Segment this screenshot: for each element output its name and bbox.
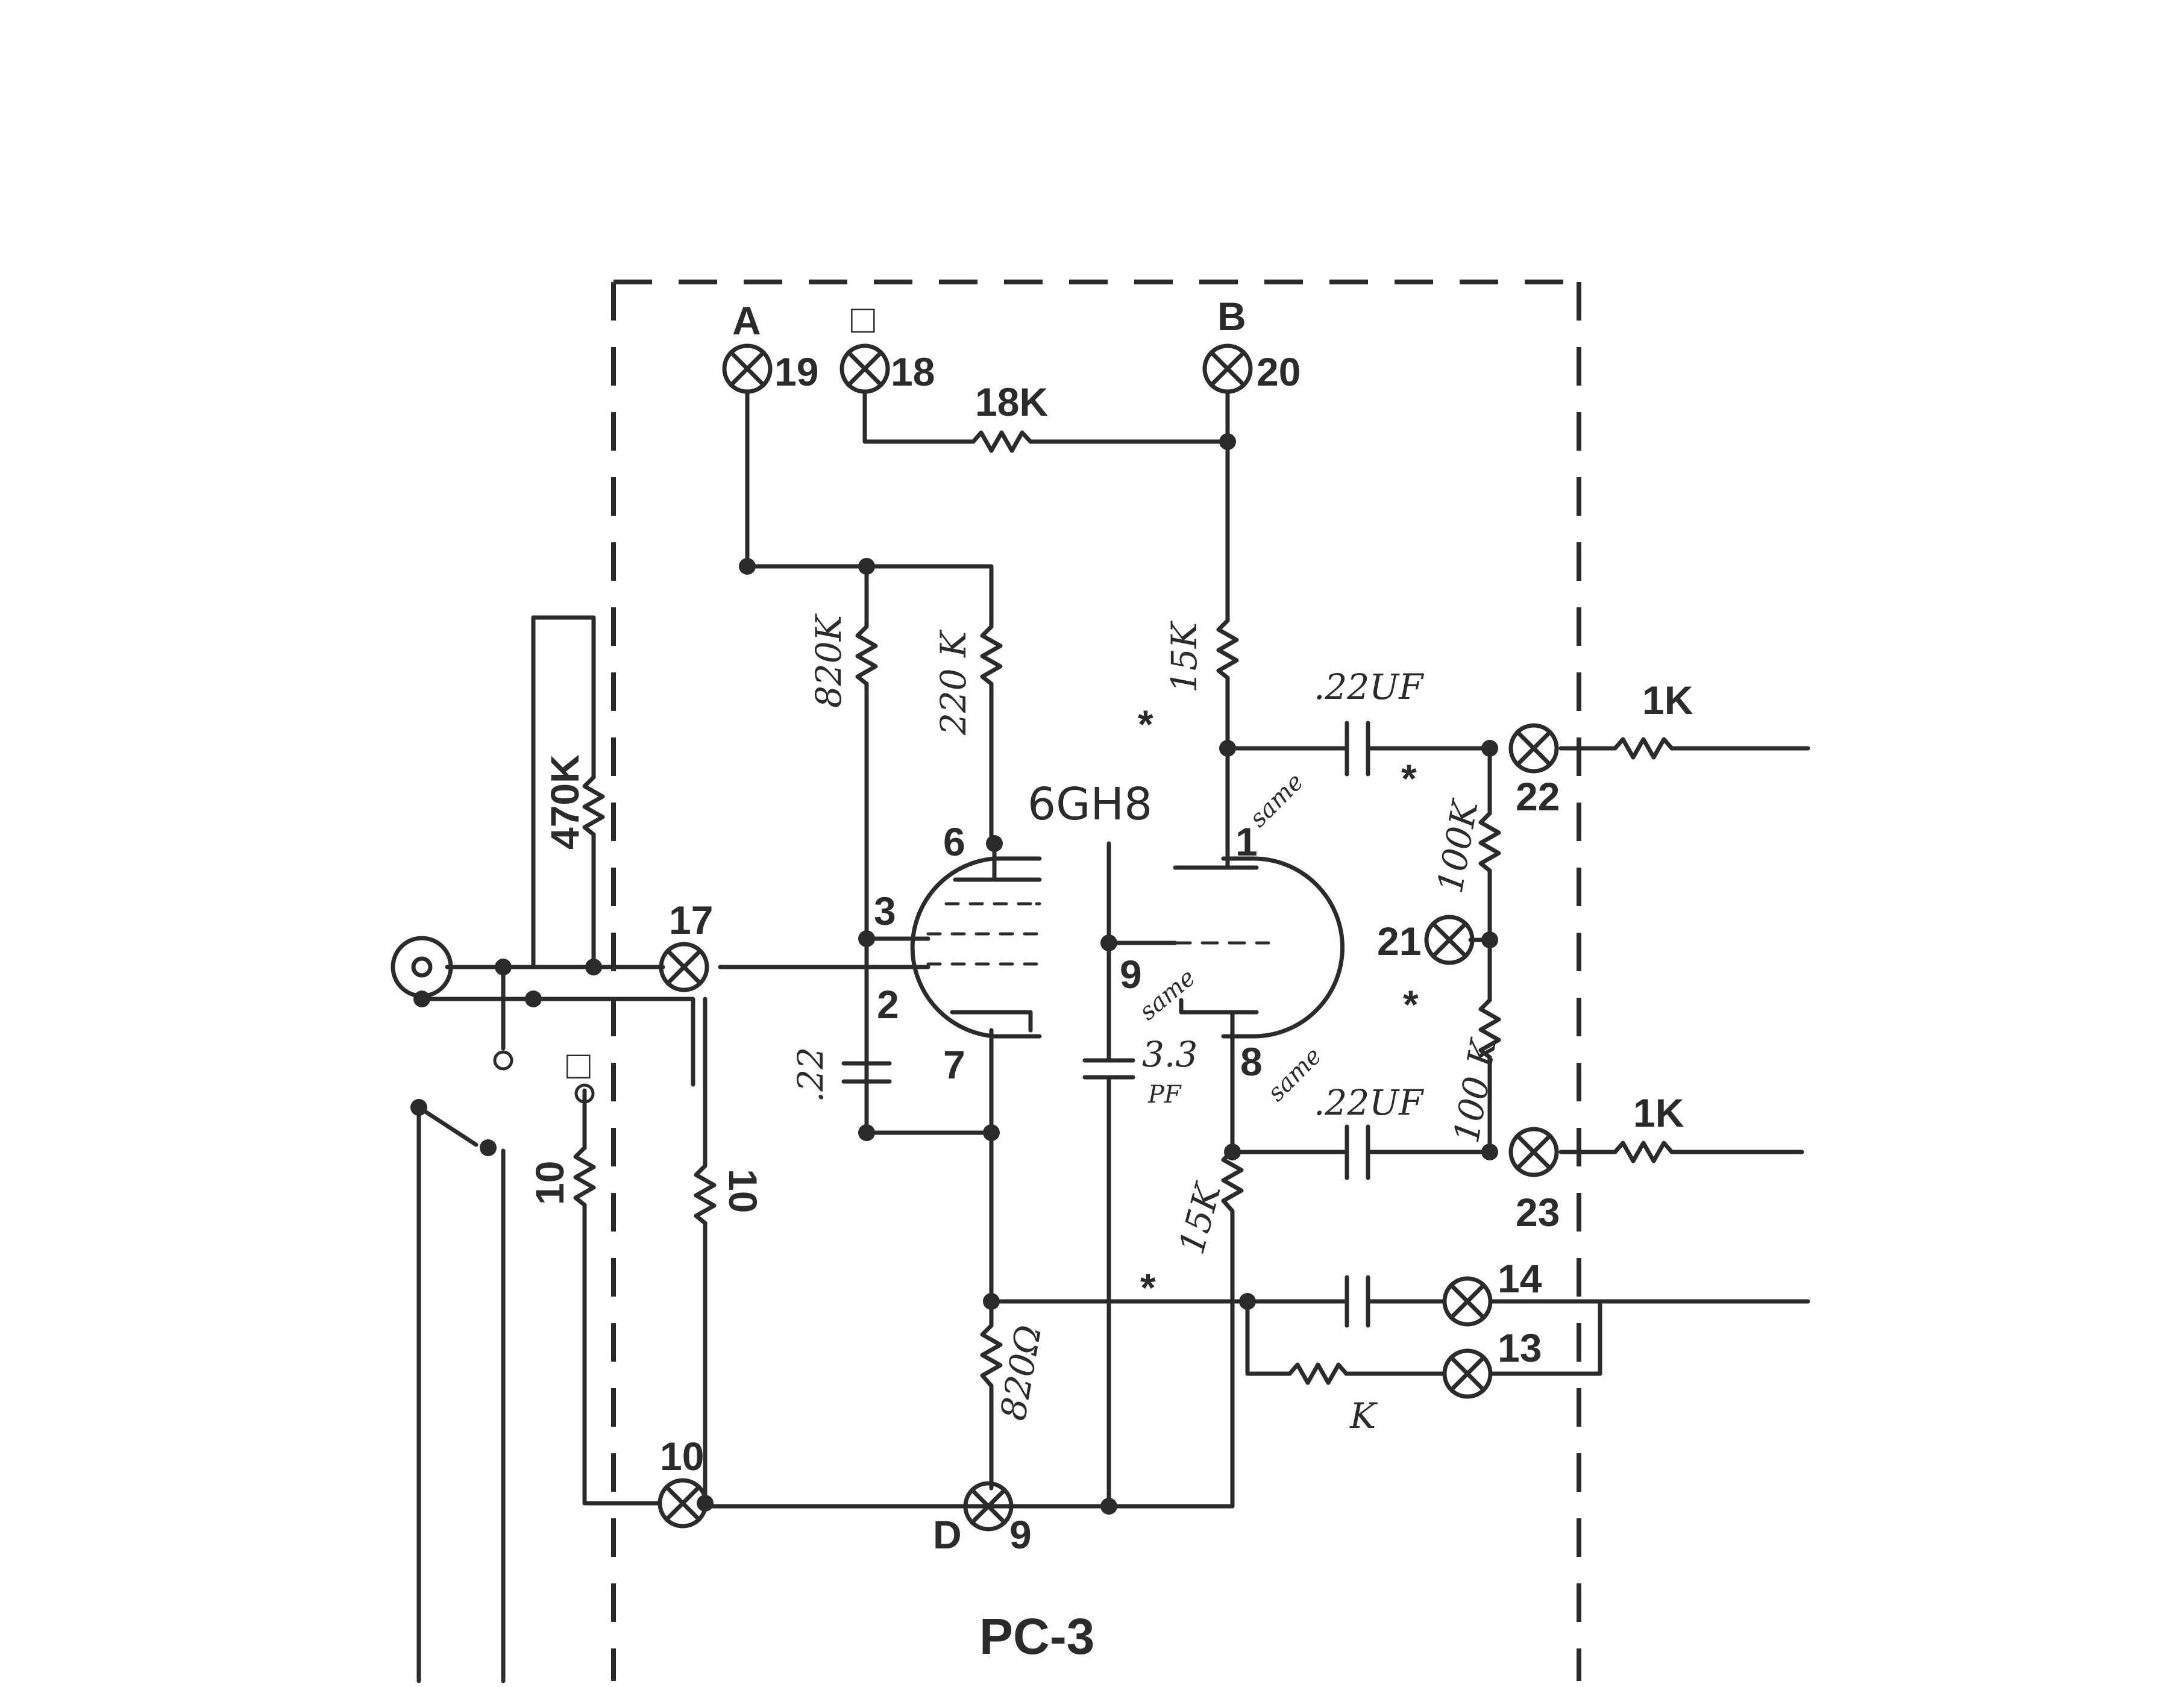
coax-input-jack — [391, 936, 453, 998]
label-cap-022-bottom: .22UF — [1314, 1082, 1424, 1123]
terminal-22: 22 — [1508, 723, 1560, 819]
svg-text:*: * — [1140, 1265, 1156, 1310]
svg-text:1: 1 — [1235, 819, 1258, 864]
svg-text:19: 19 — [774, 349, 818, 394]
pin-labels: 6 3 2 7 9 1 8 — [874, 819, 1263, 1087]
label-cap-022-top: .22UF — [1314, 666, 1424, 707]
svg-text:17: 17 — [669, 898, 713, 942]
terminal-19: A 19 — [722, 298, 818, 394]
terminal-18: □ 18 — [839, 296, 935, 394]
label-820k: 820K — [808, 613, 849, 708]
svg-text:same: same — [1244, 768, 1309, 833]
junction-dots — [410, 433, 1498, 1515]
terminal-20: B 20 — [1202, 294, 1301, 394]
svg-text:*: * — [1401, 756, 1417, 801]
svg-text:18: 18 — [891, 349, 935, 394]
svg-text:22: 22 — [1516, 774, 1560, 819]
svg-text:9: 9 — [1009, 1512, 1032, 1557]
tube-6gh8 — [910, 841, 1345, 1039]
svg-text:A: A — [732, 298, 761, 343]
terminal-23: 23 — [1508, 1127, 1560, 1235]
label-18k: 18K — [975, 380, 1048, 424]
svg-text:6: 6 — [943, 819, 965, 864]
svg-text:D: D — [933, 1512, 962, 1557]
svg-text:B: B — [1217, 294, 1246, 339]
svg-text:10: 10 — [660, 1434, 704, 1479]
label-cap-33: 3.3 — [1142, 1034, 1197, 1075]
label-15k-bottom: 15K — [1171, 1177, 1229, 1258]
wiring — [416, 389, 1810, 1683]
label-tube-type: 6GH8 — [1028, 778, 1152, 830]
svg-text:same: same — [1134, 963, 1201, 1025]
svg-text:*: * — [1138, 702, 1153, 746]
svg-text:9: 9 — [1120, 952, 1142, 997]
label-100k-top: 100K — [1429, 795, 1486, 896]
label-820ohm: 820Ω — [993, 1322, 1050, 1423]
label-10-right: 10 — [721, 1169, 765, 1213]
label-cap-022-left: .22 — [790, 1047, 831, 1103]
svg-text:14: 14 — [1498, 1256, 1542, 1301]
terminal-17: 17 — [659, 898, 713, 992]
label-cap-33-unit: PF — [1147, 1081, 1182, 1109]
label-1k-bottom: 1K — [1633, 1091, 1684, 1135]
svg-text:□: □ — [851, 296, 875, 341]
label-10-left: 10 — [527, 1161, 572, 1205]
svg-text:8: 8 — [1240, 1039, 1263, 1084]
svg-text:*: * — [1403, 982, 1419, 1027]
svg-text:2: 2 — [877, 982, 899, 1027]
svg-text:20: 20 — [1257, 349, 1301, 394]
terminal-10: 10 — [657, 1434, 708, 1529]
label-1k-top: 1K — [1642, 678, 1693, 722]
pc3-board-outline — [611, 280, 1581, 1681]
label-15k-top: 15K — [1164, 620, 1205, 693]
svg-text:13: 13 — [1498, 1326, 1542, 1370]
terminal-14: 14 — [1442, 1256, 1542, 1327]
terminal-9: D 9 — [933, 1481, 1032, 1557]
label-100k-bottom: 100 K — [1446, 1034, 1505, 1146]
terminal-21: 21 — [1377, 915, 1475, 965]
label-k: K — [1349, 1395, 1378, 1436]
svg-text:21: 21 — [1377, 919, 1421, 963]
svg-text:3: 3 — [874, 889, 896, 933]
svg-text:7: 7 — [943, 1042, 965, 1087]
open-terminals — [493, 1050, 595, 1104]
label-board: PC-3 — [979, 1608, 1094, 1665]
switch-box-label: □ — [566, 1042, 591, 1087]
label-470k: 470K — [542, 754, 587, 850]
svg-text:23: 23 — [1516, 1190, 1560, 1235]
terminal-13: 13 — [1442, 1326, 1542, 1399]
label-220k: 220 K — [933, 629, 974, 736]
